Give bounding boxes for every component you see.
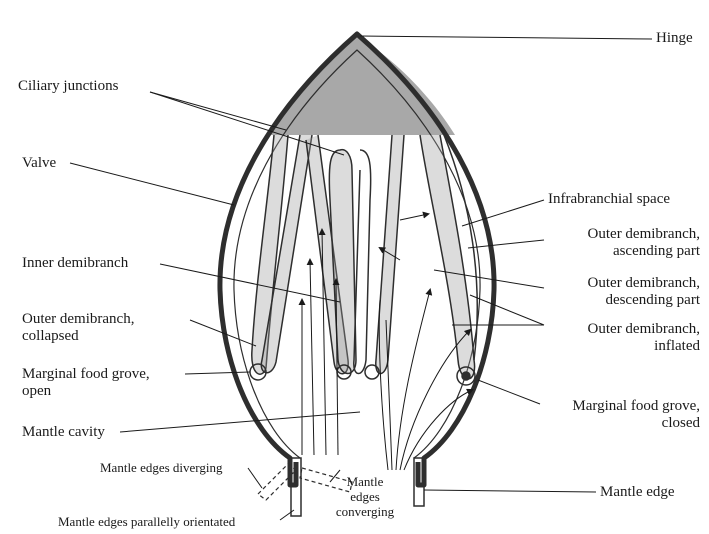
label-hinge: Hinge [656,30,693,47]
label-ciliary-junctions: Ciliary junctions [18,78,118,95]
label-infrabranchial-space: Infrabranchial space [548,191,670,208]
label-outer-demibranch-ascending: Outer demibranch, ascending part [540,226,700,260]
label-mantle-edges-diverging: Mantle edges diverging [100,460,223,475]
label-marginal-food-grove-open: Marginal food grove, open [22,366,150,400]
label-mantle-edge: Mantle edge [600,484,675,501]
label-outer-demibranch-inflated: Outer demibranch, inflated [540,321,700,355]
label-inner-demibranch: Inner demibranch [22,255,128,272]
gill-lamellae [250,135,477,385]
label-valve: Valve [22,155,56,172]
label-marginal-food-grove-closed: Marginal food grove, closed [530,398,700,432]
hinge-region [270,36,455,135]
label-outer-demibranch-descending: Outer demibranch, descending part [540,275,700,309]
label-mantle-edges-converging: Mantle edges converging [325,474,405,519]
label-mantle-cavity: Mantle cavity [22,424,105,441]
label-outer-demibranch-collapsed: Outer demibranch, collapsed [22,311,134,345]
label-mantle-edges-parallel: Mantle edges parallelly orientated [58,514,235,529]
